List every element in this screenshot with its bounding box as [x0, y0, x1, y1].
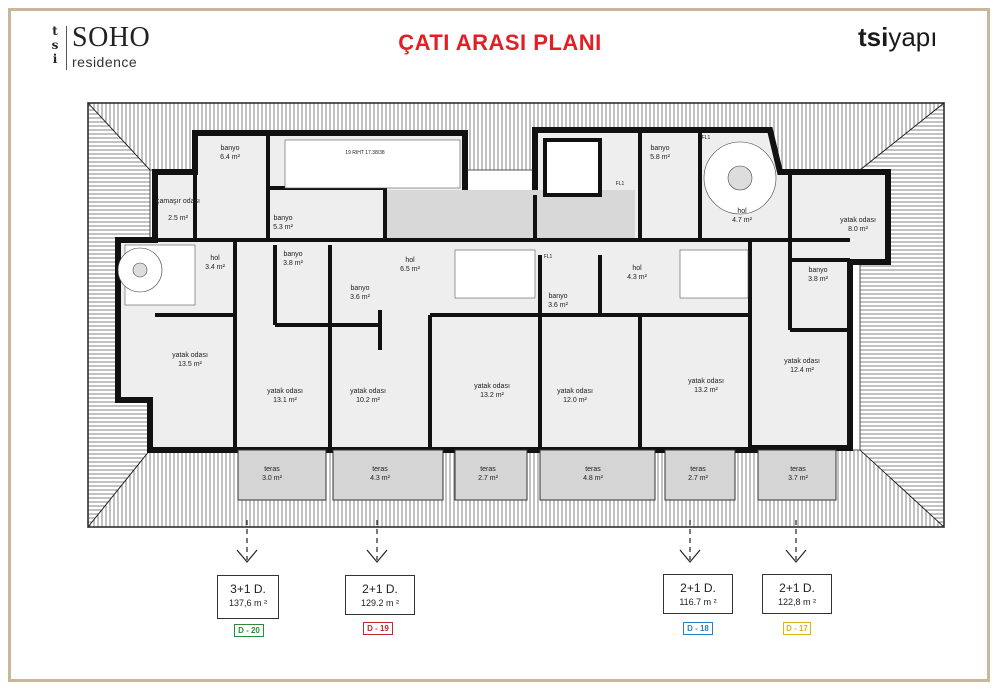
teras-2-area: 4.3 m²: [370, 475, 391, 482]
unit-type: 2+1 D.: [680, 581, 716, 595]
yatak-r1-area: 8.0 m²: [848, 226, 869, 233]
terraces: [237, 449, 837, 501]
fl-label-2: FL1: [616, 181, 625, 187]
hol-4-label: hol: [737, 208, 747, 215]
teras-5-label: teras: [690, 466, 706, 473]
unit-box-d20: 3+1 D. 137,6 m ²: [217, 575, 279, 619]
yatak-5-label: yatak odası: [557, 388, 593, 395]
brand-subtitle: residence: [72, 54, 138, 70]
yatak-4-label: yatak odası: [474, 383, 510, 390]
teras-4-area: 4.8 m²: [583, 475, 604, 482]
unit-area: 137,6 m ²: [228, 598, 268, 608]
teras-3-area: 2.7 m²: [478, 475, 499, 482]
hol-1-area: 3.4 m²: [205, 264, 226, 271]
yatak-1-area: 13.5 m²: [178, 361, 202, 368]
room-labels: banyo 6.4 m² çamaşır odası 2.5 m² banyo …: [156, 135, 876, 482]
yatak-r1-label: yatak odası: [840, 217, 876, 224]
unit-tag-d20: D - 20: [234, 624, 264, 637]
teras-3-label: teras: [480, 466, 496, 473]
yatak-6-label: yatak odası: [688, 378, 724, 385]
unit-tag-d17: D - 17: [783, 622, 811, 635]
unit-area: 122,8 m ²: [777, 597, 817, 607]
banyo-7-area: 3.8 m²: [808, 276, 829, 283]
banyo-7-label: banyo: [808, 267, 827, 274]
banyo-4-label: banyo: [350, 285, 369, 292]
page-title: ÇATI ARASI PLANI: [398, 30, 602, 55]
yatak-3-label: yatak odası: [350, 388, 386, 395]
banyo-6-area: 5.8 m²: [650, 154, 671, 161]
banyo-5-label: banyo: [548, 293, 567, 300]
hol-2-area: 6.5 m²: [400, 266, 421, 273]
teras-1-label: teras: [264, 466, 280, 473]
teras-4-label: teras: [585, 466, 601, 473]
teras-5-area: 2.7 m²: [688, 475, 709, 482]
teras-1-area: 3.0 m²: [262, 475, 283, 482]
banyo-1-area: 6.4 m²: [220, 154, 241, 161]
logo-light: yapı: [888, 22, 938, 52]
unit-arrows: [236, 520, 807, 563]
camasir-label: çamaşır odası: [156, 198, 200, 205]
yatak-2-label: yatak odası: [267, 388, 303, 395]
banyo-1-label: banyo: [220, 145, 239, 152]
banyo-3-label: banyo: [283, 251, 302, 258]
logo-bold: tsi: [858, 22, 889, 52]
banyo-5-area: 3.6 m²: [548, 302, 569, 309]
banyo-4-area: 3.6 m²: [350, 294, 371, 301]
fl-label-1: FL1: [702, 135, 711, 141]
yatak-3-area: 10.2 m²: [356, 397, 380, 404]
brand-divider: [66, 26, 67, 70]
hol-3-label: hol: [632, 265, 642, 272]
teras-6-area: 3.7 m²: [788, 475, 809, 482]
stair-note: 19 RIHT 17.38/38: [345, 150, 385, 156]
unit-type: 2+1 D.: [362, 582, 398, 596]
hol-4-area: 4.7 m²: [732, 217, 753, 224]
yatak-1-label: yatak odası: [172, 352, 208, 359]
fl-label-3: FL1: [544, 254, 553, 260]
yatak-6-area: 13.2 m²: [694, 387, 718, 394]
unit-type: 2+1 D.: [779, 581, 815, 595]
hol-2-label: hol: [405, 257, 415, 264]
tsiyapi-logo: tsiyapı: [858, 22, 938, 53]
unit-area: 129.2 m ²: [360, 598, 400, 608]
banyo-2-area: 5.3 m²: [273, 224, 294, 231]
hol-1-label: hol: [210, 255, 220, 262]
yatak-7-area: 12.4 m²: [790, 367, 814, 374]
unit-tag-d18: D - 18: [683, 622, 713, 635]
unit-tag-d19: D - 19: [363, 622, 393, 635]
camasir-area: 2.5 m²: [168, 215, 189, 222]
yatak-7-label: yatak odası: [784, 358, 820, 365]
banyo-6-label: banyo: [650, 145, 669, 152]
hol-3-area: 4.3 m²: [627, 274, 648, 281]
yatak-5-area: 12.0 m²: [563, 397, 587, 404]
unit-box-d19: 2+1 D. 129.2 m ²: [345, 575, 415, 615]
unit-type: 3+1 D.: [230, 582, 266, 596]
interior-walls: [155, 130, 850, 450]
brand-name: SOHO: [72, 22, 151, 53]
yatak-2-area: 13.1 m²: [273, 397, 297, 404]
unit-box-d17: 2+1 D. 122,8 m ²: [762, 574, 832, 614]
banyo-3-area: 3.8 m²: [283, 260, 304, 267]
yatak-4-area: 13.2 m²: [480, 392, 504, 399]
unit-box-d18: 2+1 D. 116.7 m ²: [663, 574, 733, 614]
stairs: [117, 138, 777, 306]
unit-area: 116.7 m ²: [679, 597, 717, 607]
banyo-2-label: banyo: [273, 215, 292, 222]
teras-2-label: teras: [372, 466, 388, 473]
teras-6-label: teras: [790, 466, 806, 473]
